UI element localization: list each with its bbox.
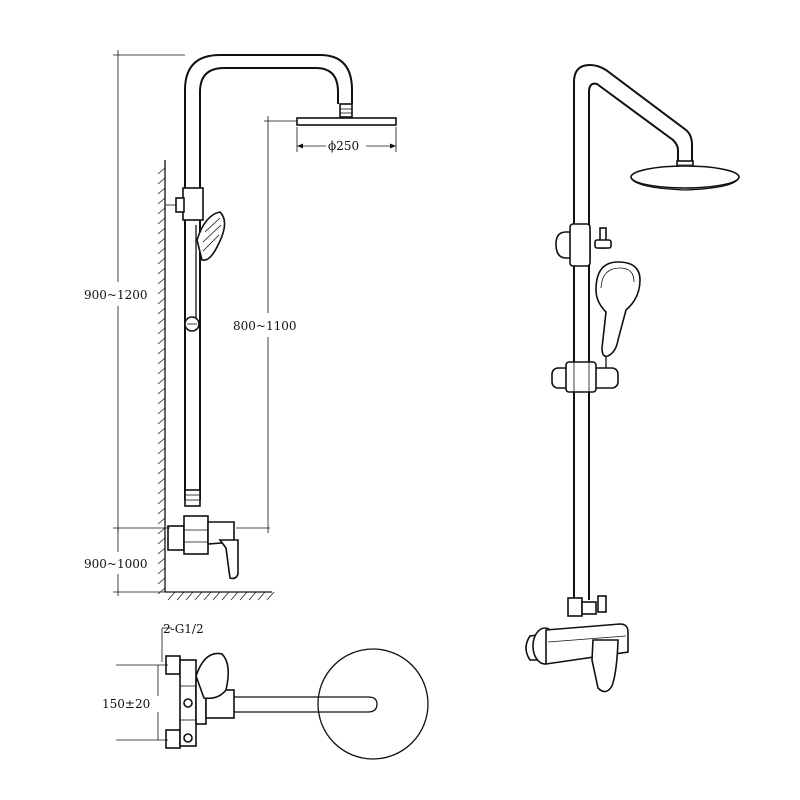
floor-hatching [167,591,275,601]
hatch-line [157,227,166,235]
mixer-valve-perspective [525,623,629,693]
hatch-line [157,317,166,325]
hatch-line [167,591,176,601]
hatch-line [157,587,166,595]
hatch-line [157,467,166,475]
hatch-line [157,207,166,215]
mixer-valve-side [167,515,239,580]
inlet-thread-label: 2-G1/2 [163,622,204,636]
hand-shower-perspective [595,261,641,372]
rain-head-plan [317,648,429,760]
hatch-line [157,377,166,385]
hatch-line [157,477,166,485]
diverter-perspective [555,223,612,267]
hatch-line [257,591,266,601]
hatch-line [157,427,166,435]
hatch-line [157,167,166,175]
hatch-line [157,197,166,205]
dimension-total-height: 900~1200 [84,50,185,533]
hatch-line [157,337,166,345]
rain-shower-head-side [296,103,397,126]
wall-hatching [157,167,166,595]
hatch-line [157,397,166,405]
hatch-line [157,487,166,495]
hatch-line [157,307,166,315]
hatch-line [157,417,166,425]
riser-pipe [184,54,353,500]
hatch-line [157,357,166,365]
hatch-line [157,237,166,245]
hatch-line [157,577,166,585]
hatch-line [157,267,166,275]
shower-arm-plan [200,696,378,713]
hatch-line [266,591,275,601]
hatch-line [157,457,166,465]
wall-section [157,160,275,601]
hatch-line [230,591,239,601]
hatch-line [185,591,194,601]
hatch-line [157,247,166,255]
hatch-line [203,591,212,601]
hatch-line [157,177,166,185]
hatch-line [157,447,166,455]
hand-shower-side [195,211,226,320]
hatch-line [212,591,221,601]
dimension-slide-height: 800~1100 [233,116,297,533]
hatch-line [157,287,166,295]
hatch-line [176,591,185,601]
hatch-line [157,557,166,565]
slide-holder-perspective [551,361,619,393]
dimension-lower-height: 900~1000 [84,528,165,596]
hatch-line [157,537,166,545]
plan-view: 2-G1/2 150±20 [102,622,429,760]
hatch-line [157,297,166,305]
lower-height-label: 900~1000 [84,557,148,571]
hatch-line [157,277,166,285]
hatch-line [221,591,230,601]
hatch-line [157,567,166,575]
hatch-line [157,327,166,335]
dimension-head-diameter: ϕ250 [296,127,397,153]
hatch-line [157,217,166,225]
hatch-line [157,437,166,445]
hatch-line [157,387,166,395]
perspective-view [525,63,740,693]
slide-holder-side [184,316,200,332]
hatch-line [248,591,257,601]
hatch-line [157,497,166,505]
riser-pipe-perspective [573,63,693,600]
hatch-line [157,347,166,355]
hatch-line [194,591,203,601]
hatch-line [157,517,166,525]
side-elevation-view: 900~1200 900~1000 800~1100 ϕ250 [84,50,397,601]
dimension-inlet-spacing: 150±20 [102,664,168,741]
hatch-line [239,591,248,601]
hatch-line [157,187,166,195]
head-diameter-label: ϕ250 [328,139,359,153]
total-height-label: 900~1200 [84,288,148,302]
hatch-line [157,367,166,375]
dimension-inlet-thread: 2-G1/2 [161,622,204,662]
hatch-line [157,507,166,515]
hatch-line [157,527,166,535]
slide-height-label: 800~1100 [233,319,297,333]
inlet-spacing-label: 150±20 [102,697,150,711]
hatch-line [157,257,166,265]
upper-wall-bracket [165,187,204,221]
bottom-connector-perspective [567,595,607,617]
rain-shower-head-perspective [630,165,740,191]
hatch-line [157,547,166,555]
hatch-line [157,407,166,415]
lower-pipe-connector [184,489,201,507]
mixer-plan [165,652,235,749]
